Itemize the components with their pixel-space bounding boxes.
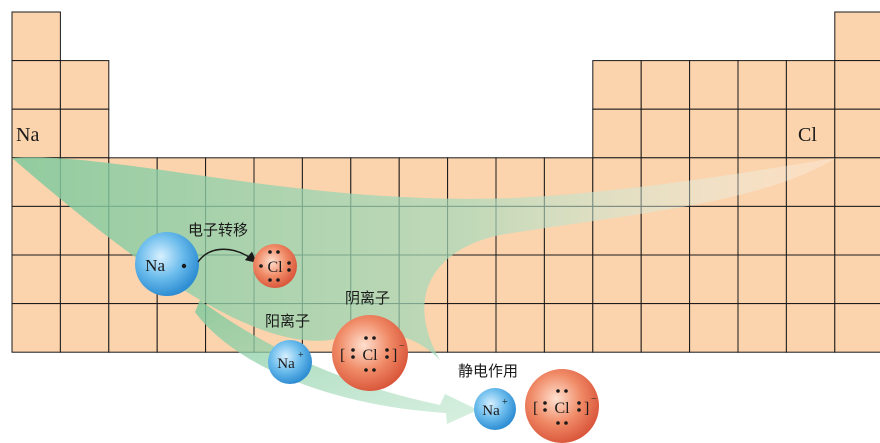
chlorine-valence-electrons	[259, 250, 291, 282]
periodic-table-cell	[592, 254, 642, 305]
anion-bracket-open: [	[340, 347, 345, 364]
periodic-table-cell	[543, 254, 594, 305]
periodic-table-cell	[592, 60, 642, 110]
sodium-atom-symbol: Na	[145, 256, 165, 275]
periodic-table-cell	[834, 205, 880, 256]
periodic-table-cell	[640, 108, 691, 159]
periodic-table-cell	[785, 303, 836, 353]
periodic-table-cell	[11, 254, 61, 305]
periodic-table-cell	[447, 303, 497, 353]
periodic-table-cell	[737, 303, 787, 353]
periodic-table-cell	[737, 205, 787, 256]
pair-anion-symbol: Cl	[554, 400, 570, 417]
periodic-table-cell	[640, 60, 691, 110]
periodic-table-cell	[592, 108, 642, 159]
sodium-valence-electron	[181, 263, 187, 269]
periodic-table-cell	[689, 108, 739, 159]
periodic-table-cell	[59, 303, 110, 353]
periodic-table-cell	[447, 254, 497, 305]
anion-label: 阴离子	[345, 289, 390, 307]
periodic-table-cell	[640, 205, 691, 256]
periodic-table-cell	[737, 60, 787, 110]
pair-anion-bracket-close: ]	[584, 400, 589, 417]
periodic-table-cell	[689, 205, 739, 256]
sodium-atom: Na	[135, 232, 199, 296]
ionic-pair: Na + [ Cl ] −	[474, 369, 599, 443]
sodium-cation: Na +	[268, 340, 312, 384]
periodic-table-cell	[834, 157, 880, 207]
chloride-anion: [ Cl ] −	[332, 315, 408, 391]
periodic-table-cell	[495, 254, 545, 305]
periodic-table-cell	[689, 303, 739, 353]
periodic-table-cell	[785, 108, 836, 159]
cation-charge: +	[298, 350, 304, 361]
electron-transfer-arrow	[197, 248, 258, 263]
sodium-cell-label: Na	[16, 124, 39, 146]
anion-symbol: Cl	[362, 347, 378, 364]
periodic-table-cell	[689, 254, 739, 305]
anion-bracket-close: ]	[392, 347, 397, 364]
periodic-table-cell	[737, 108, 787, 159]
periodic-table-cell	[785, 254, 836, 305]
periodic-table-cell	[834, 108, 880, 159]
periodic-table-cell	[834, 11, 880, 62]
reaction-arrow-band	[195, 300, 478, 424]
periodic-table-cell	[592, 303, 642, 353]
periodic-table-cell	[640, 303, 691, 353]
periodic-table-cell	[785, 60, 836, 110]
periodic-table-cell	[834, 303, 880, 353]
periodic-table-cell	[11, 60, 61, 110]
periodic-table-cell	[11, 303, 61, 353]
periodic-table-cell	[59, 60, 110, 110]
chlorine-cell-label: Cl	[798, 124, 817, 146]
pair-cation-charge: +	[502, 397, 508, 408]
anion-charge: −	[399, 341, 405, 352]
periodic-table-cell	[11, 205, 61, 256]
anion-valence-electrons	[351, 336, 389, 372]
electron-transfer-label: 电子转移	[188, 221, 248, 239]
periodic-table-cell	[108, 303, 158, 353]
periodic-table-cell	[737, 254, 787, 305]
periodic-table-cell	[59, 108, 110, 159]
periodic-table-cell	[59, 254, 110, 305]
periodic-table-cell	[834, 254, 880, 305]
chlorine-atom-symbol: Cl	[267, 259, 283, 276]
periodic-table-cell	[495, 303, 545, 353]
pair-cation-symbol: Na	[482, 403, 500, 419]
periodic-table-cell	[640, 254, 691, 305]
electron-flow-band	[12, 157, 836, 360]
periodic-table-cell	[785, 205, 836, 256]
cation-label: 阳离子	[265, 312, 310, 330]
periodic-table-cell	[543, 303, 594, 353]
pair-anion-valence-electrons	[543, 389, 581, 425]
electrostatic-label: 静电作用	[458, 362, 518, 380]
periodic-table-cell	[834, 60, 880, 110]
periodic-table-cell	[11, 11, 61, 62]
pair-anion-charge: −	[591, 394, 597, 405]
chlorine-atom: Cl	[253, 244, 297, 288]
pair-anion-bracket-open: [	[533, 400, 538, 417]
periodic-table-cell	[689, 60, 739, 110]
cation-symbol: Na	[277, 356, 295, 372]
